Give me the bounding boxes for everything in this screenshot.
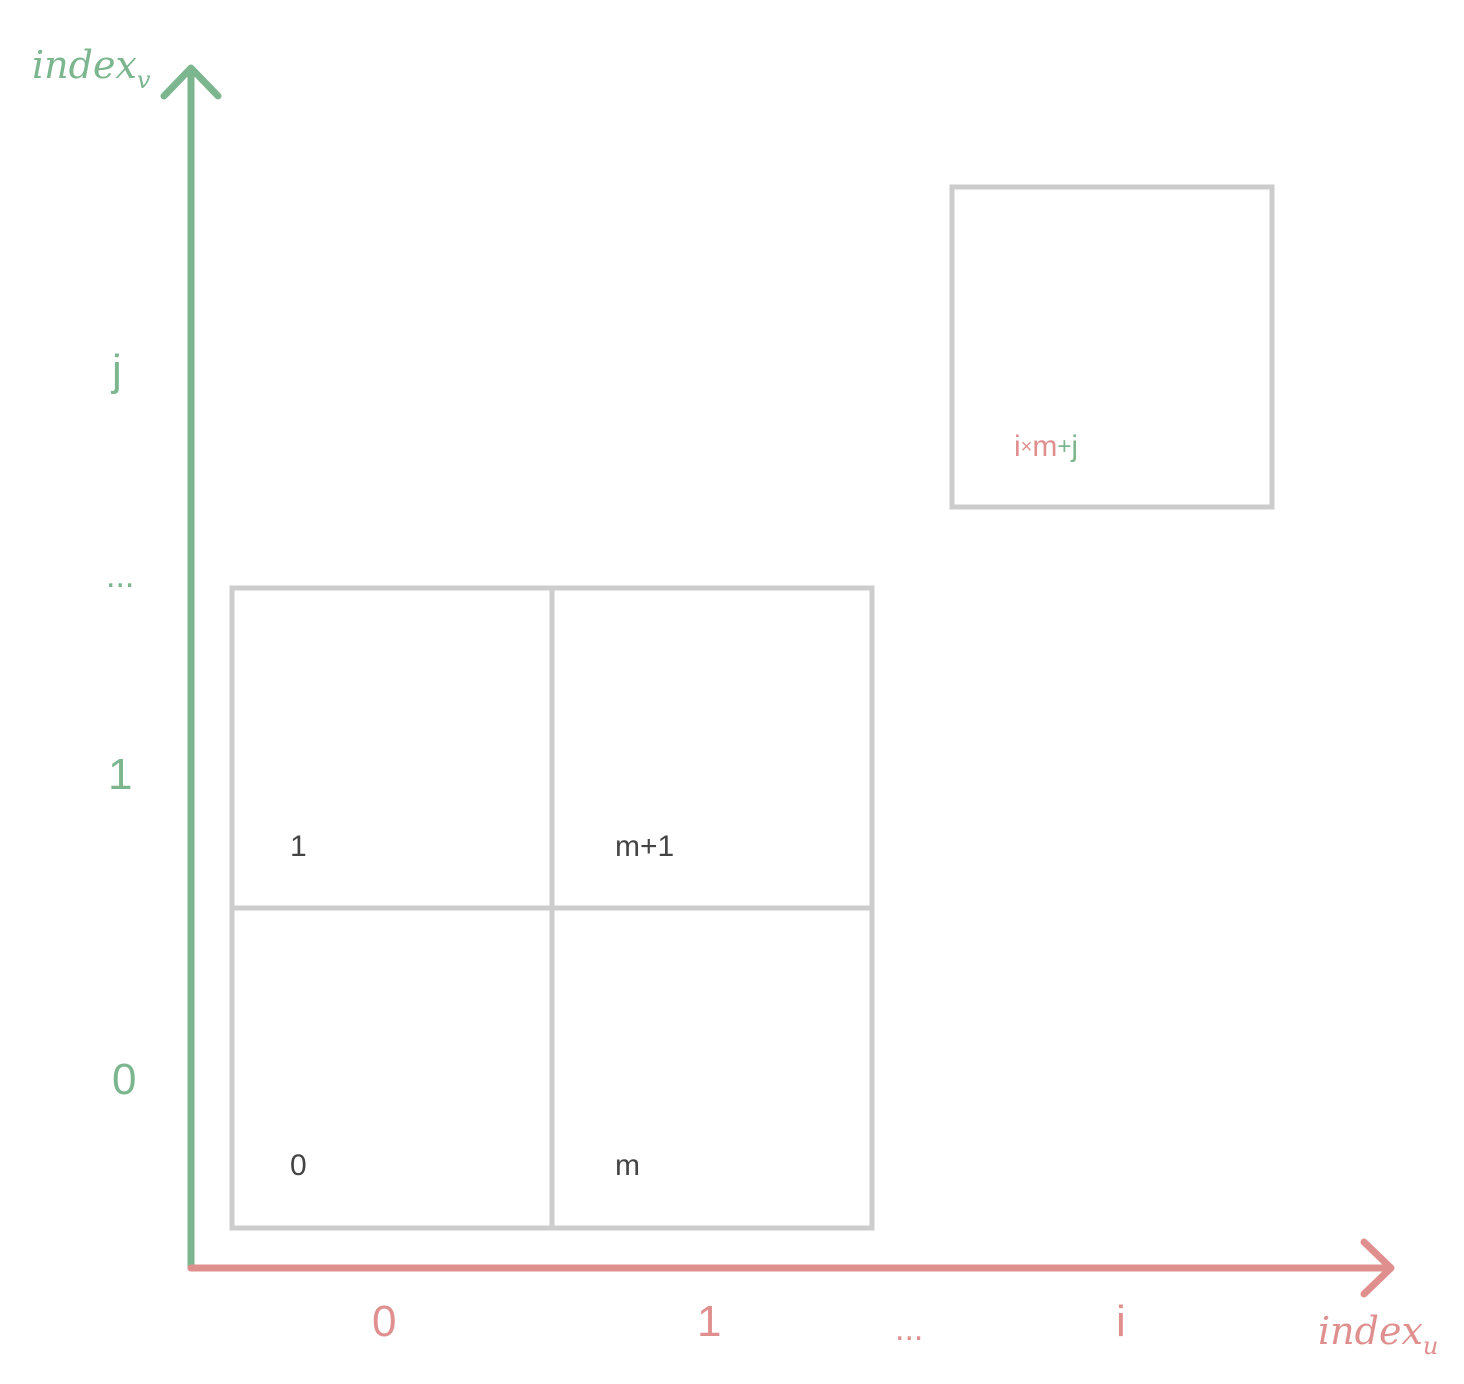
u-axis-label-subscript: u bbox=[1423, 1332, 1438, 1360]
cell-label-1: 1 bbox=[290, 830, 307, 863]
formula-m: m bbox=[1032, 430, 1057, 463]
u-tick-1: 1 bbox=[697, 1297, 721, 1346]
v-axis-arrowhead bbox=[160, 64, 222, 100]
u-axis-label: indexu bbox=[1318, 1309, 1438, 1360]
v-tick-ellipsis: ... bbox=[106, 557, 134, 595]
u-tick-i: i bbox=[1116, 1297, 1126, 1346]
v-tick-0: 0 bbox=[112, 1055, 136, 1104]
cell-u0-v1 bbox=[229, 585, 555, 911]
u-axis-label-name: index bbox=[1318, 1309, 1423, 1353]
v-axis-label-name: index bbox=[32, 43, 137, 87]
formula-i: i bbox=[1014, 430, 1021, 463]
v-tick-1: 1 bbox=[108, 750, 132, 799]
cell-u1-v0 bbox=[549, 905, 875, 1231]
v-axis-label: indexv bbox=[32, 43, 151, 94]
u-tick-0: 0 bbox=[372, 1297, 396, 1346]
cell-label-0: 0 bbox=[290, 1149, 307, 1182]
cell-label-formula: i×m+j bbox=[1014, 430, 1078, 463]
v-tick-j: j bbox=[110, 346, 122, 395]
cell-u1-v1 bbox=[549, 585, 875, 911]
formula-plus: + bbox=[1057, 433, 1071, 460]
u-tick-ellipsis: ... bbox=[895, 1310, 923, 1348]
formula-j: j bbox=[1070, 430, 1078, 463]
cell-label-m: m bbox=[615, 1149, 640, 1182]
formula-times: × bbox=[1021, 436, 1033, 458]
cell-label-m-plus-1: m+1 bbox=[615, 830, 674, 863]
v-axis-label-subscript: v bbox=[137, 66, 151, 94]
cell-ui-vj bbox=[949, 184, 1275, 510]
cell-u0-v0 bbox=[229, 905, 555, 1231]
u-axis-arrowhead bbox=[1360, 1238, 1395, 1298]
